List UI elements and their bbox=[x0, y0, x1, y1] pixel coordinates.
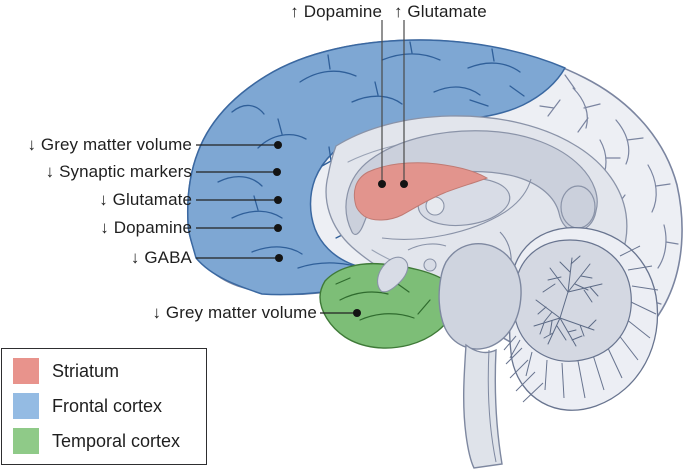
mammillary-body bbox=[423, 258, 437, 272]
cerebellum-folia-stripes bbox=[509, 245, 659, 399]
arbor-vitae-branches bbox=[533, 255, 603, 347]
legend-label-striatum: Striatum bbox=[52, 361, 120, 381]
dot-grey-matter-temporal bbox=[353, 309, 361, 317]
temporal-cortex-region bbox=[319, 256, 457, 349]
uncus-grey-structure bbox=[377, 256, 409, 293]
frontal-cortex-region bbox=[187, 39, 566, 296]
dot-synaptic-markers bbox=[273, 168, 281, 176]
legend-item-frontal-cortex: Frontal cortex bbox=[13, 393, 206, 419]
legend-swatch-striatum bbox=[13, 358, 39, 384]
cerebellum-vermis bbox=[513, 239, 632, 362]
annotation-lines bbox=[196, 20, 405, 314]
legend-label-frontal-cortex: Frontal cortex bbox=[52, 396, 163, 416]
cerebellum bbox=[509, 227, 659, 411]
striatum-region bbox=[353, 162, 489, 221]
medulla bbox=[462, 343, 503, 469]
annotation-synaptic-markers-label: ↓ Synaptic markers bbox=[45, 162, 192, 181]
dot-dopamine-up bbox=[378, 180, 386, 188]
annotation-glutamate-down-label: ↓ Glutamate bbox=[99, 190, 192, 209]
frontal-sulci bbox=[217, 41, 525, 271]
dot-dopamine-down bbox=[274, 224, 282, 232]
dot-grey-matter-frontal bbox=[274, 141, 282, 149]
cerebellar-peduncle-stripes bbox=[503, 335, 544, 403]
dot-glutamate-down bbox=[274, 196, 282, 204]
dot-gaba-down bbox=[275, 254, 283, 262]
legend-item-striatum: Striatum bbox=[13, 358, 206, 384]
annotation-grey-matter-frontal-label: ↓ Grey matter volume bbox=[27, 135, 192, 154]
annotation-dots bbox=[273, 141, 408, 317]
legend-item-temporal-cortex: Temporal cortex bbox=[13, 428, 206, 454]
pons bbox=[438, 243, 522, 350]
legend-label-temporal-cortex: Temporal cortex bbox=[52, 431, 181, 451]
frontal-cortex-shape bbox=[187, 39, 566, 296]
annotation-dopamine-up-label: ↑ Dopamine bbox=[290, 2, 382, 21]
annotation-glutamate-up-label: ↑ Glutamate bbox=[394, 2, 487, 21]
brainstem bbox=[438, 231, 544, 469]
medulla-inner-line bbox=[487, 349, 497, 463]
legend-swatch-frontal-cortex bbox=[13, 393, 39, 419]
hypothalamus-line bbox=[407, 243, 447, 251]
legend-box: Striatum Frontal cortex Temporal cortex bbox=[1, 348, 207, 465]
splenium bbox=[560, 185, 596, 229]
fornix-line bbox=[381, 178, 532, 240]
legend-swatch-temporal-cortex bbox=[13, 428, 39, 454]
annotation-dopamine-down-label: ↓ Dopamine bbox=[100, 218, 192, 237]
annotation-grey-matter-temporal-label: ↓ Grey matter volume bbox=[152, 303, 317, 322]
dot-glutamate-up bbox=[400, 180, 408, 188]
annotation-gaba-down-label: ↓ GABA bbox=[130, 248, 192, 267]
